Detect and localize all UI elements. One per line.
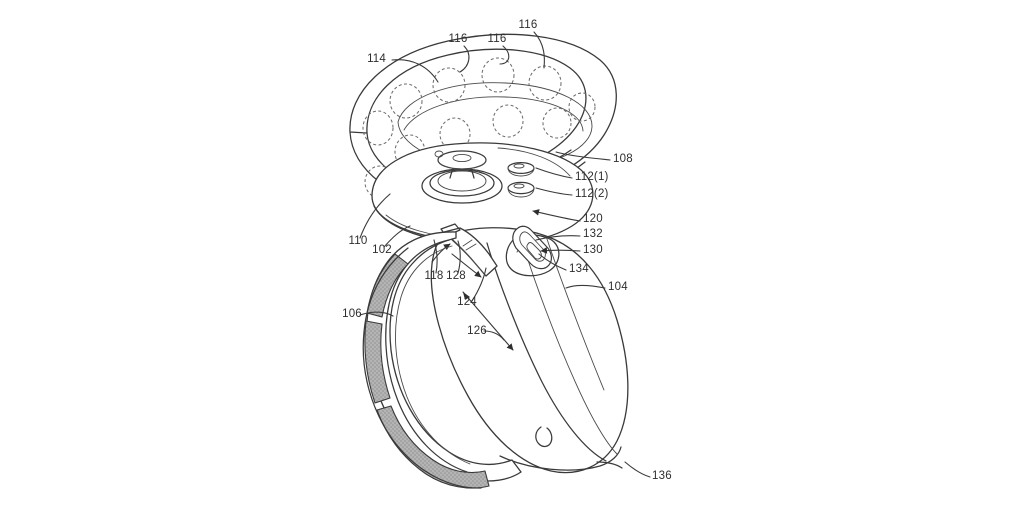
leader-104 bbox=[565, 284, 606, 289]
handle-body-group bbox=[430, 225, 629, 474]
trigger-lever[interactable] bbox=[443, 227, 498, 277]
ref-numeral-108: 108 bbox=[613, 153, 633, 165]
leader-112-2 bbox=[535, 187, 573, 196]
grip-strap-segment-mid bbox=[364, 320, 391, 404]
leader-110 bbox=[359, 193, 391, 239]
thumbstick-cap-edge bbox=[437, 159, 487, 170]
trigger-arrow-lower bbox=[451, 253, 482, 278]
leader-106 bbox=[359, 311, 394, 317]
grip-axis-arrow-tail-head bbox=[463, 292, 470, 300]
grip-shell-contour-2 bbox=[395, 245, 471, 465]
tracking-led bbox=[389, 83, 423, 119]
thumbstick-assembly[interactable] bbox=[421, 150, 503, 204]
leader-116a bbox=[459, 45, 470, 73]
trigger-arrow-upper bbox=[431, 243, 451, 263]
leader-108 bbox=[555, 151, 611, 161]
leader-118 bbox=[433, 239, 438, 274]
side-slider[interactable] bbox=[512, 225, 552, 270]
grip-strap-segment-upper bbox=[366, 253, 409, 318]
ref-numeral-114: 114 bbox=[367, 53, 386, 65]
grip-axis-arrow bbox=[462, 291, 514, 351]
ref-numeral-116-b: 116 bbox=[488, 33, 507, 45]
slider-thumb[interactable] bbox=[526, 242, 542, 260]
ref-numeral-132: 132 bbox=[583, 228, 603, 240]
leader-lines bbox=[359, 31, 651, 478]
face-button-1-side bbox=[507, 167, 535, 177]
ref-numeral-112-2: 112(2) bbox=[575, 188, 609, 200]
thumbstick-inner-ring[interactable] bbox=[437, 170, 487, 192]
leader-114 bbox=[391, 59, 439, 83]
ref-numeral-110: 110 bbox=[349, 235, 368, 247]
leader-128 bbox=[457, 240, 461, 274]
face-button-1-dish bbox=[513, 163, 525, 169]
leader-120 bbox=[532, 209, 581, 222]
leader-136 bbox=[624, 461, 651, 478]
ref-numeral-134: 134 bbox=[569, 263, 589, 275]
side-control-recess bbox=[505, 234, 560, 277]
ref-numeral-116-c: 116 bbox=[519, 19, 538, 31]
face-button-1[interactable] bbox=[507, 162, 535, 177]
tracking-led bbox=[481, 57, 515, 93]
lanyard-loop bbox=[535, 426, 553, 448]
ref-numeral-112-1: 112(1) bbox=[575, 171, 609, 183]
handle-contour-3 bbox=[545, 235, 605, 391]
handle-contour-1 bbox=[486, 242, 607, 462]
reference-numeral-layer: 114 116 116 116 108 112(1) 112(2) 120 13… bbox=[342, 19, 672, 482]
face-button-2[interactable] bbox=[507, 181, 535, 198]
tracking-led bbox=[432, 67, 466, 103]
tracking-ring-aperture-highlight bbox=[403, 96, 584, 132]
leader-116c bbox=[533, 31, 545, 69]
ref-numeral-104: 104 bbox=[608, 281, 628, 293]
ref-numeral-128: 128 bbox=[446, 270, 466, 282]
leader-126 bbox=[483, 330, 505, 341]
ref-numeral-106: 106 bbox=[342, 308, 362, 320]
ref-numeral-124: 124 bbox=[457, 296, 477, 308]
tracking-led bbox=[492, 104, 524, 138]
grip-strap-segment-lower bbox=[376, 405, 490, 489]
grip-shell-contour-1 bbox=[385, 239, 468, 473]
slider-track-inner[interactable] bbox=[519, 231, 546, 262]
ref-numeral-126: 126 bbox=[467, 325, 487, 337]
handle-contour-2 bbox=[519, 233, 618, 455]
head-nub bbox=[434, 150, 444, 158]
bottom-port-edge bbox=[596, 461, 623, 469]
tracking-led bbox=[542, 107, 572, 139]
ref-numeral-116-a: 116 bbox=[449, 33, 468, 45]
leader-112-1 bbox=[535, 167, 573, 179]
ref-numeral-118: 118 bbox=[425, 270, 444, 282]
grip-shell-group bbox=[362, 231, 522, 489]
trigger-link bbox=[462, 239, 477, 251]
leader-116b bbox=[499, 45, 510, 65]
thumbstick-mid-ring[interactable] bbox=[429, 169, 495, 197]
leader-102 bbox=[383, 225, 411, 248]
grip-strap-outer-edge bbox=[362, 247, 482, 489]
tracking-led bbox=[528, 65, 562, 101]
tracking-led bbox=[568, 92, 596, 122]
trigger-assembly[interactable] bbox=[431, 223, 498, 278]
leader-134 bbox=[538, 253, 567, 271]
tracking-led bbox=[362, 110, 394, 146]
ref-numeral-102: 102 bbox=[372, 244, 392, 256]
handle-bottom-rim bbox=[499, 446, 622, 471]
ref-numeral-136: 136 bbox=[652, 470, 672, 482]
leader-132 bbox=[535, 235, 581, 241]
face-button-2-side bbox=[507, 187, 535, 198]
control-surface-edge bbox=[497, 147, 571, 177]
ref-numeral-130: 130 bbox=[583, 244, 603, 256]
slider-track[interactable] bbox=[512, 225, 552, 270]
leader-130 bbox=[540, 247, 581, 254]
face-button-2-dish bbox=[513, 183, 525, 189]
ref-numeral-120: 120 bbox=[583, 213, 603, 225]
leader-124 bbox=[471, 267, 487, 302]
thumbstick-cap-dish[interactable] bbox=[452, 153, 472, 163]
